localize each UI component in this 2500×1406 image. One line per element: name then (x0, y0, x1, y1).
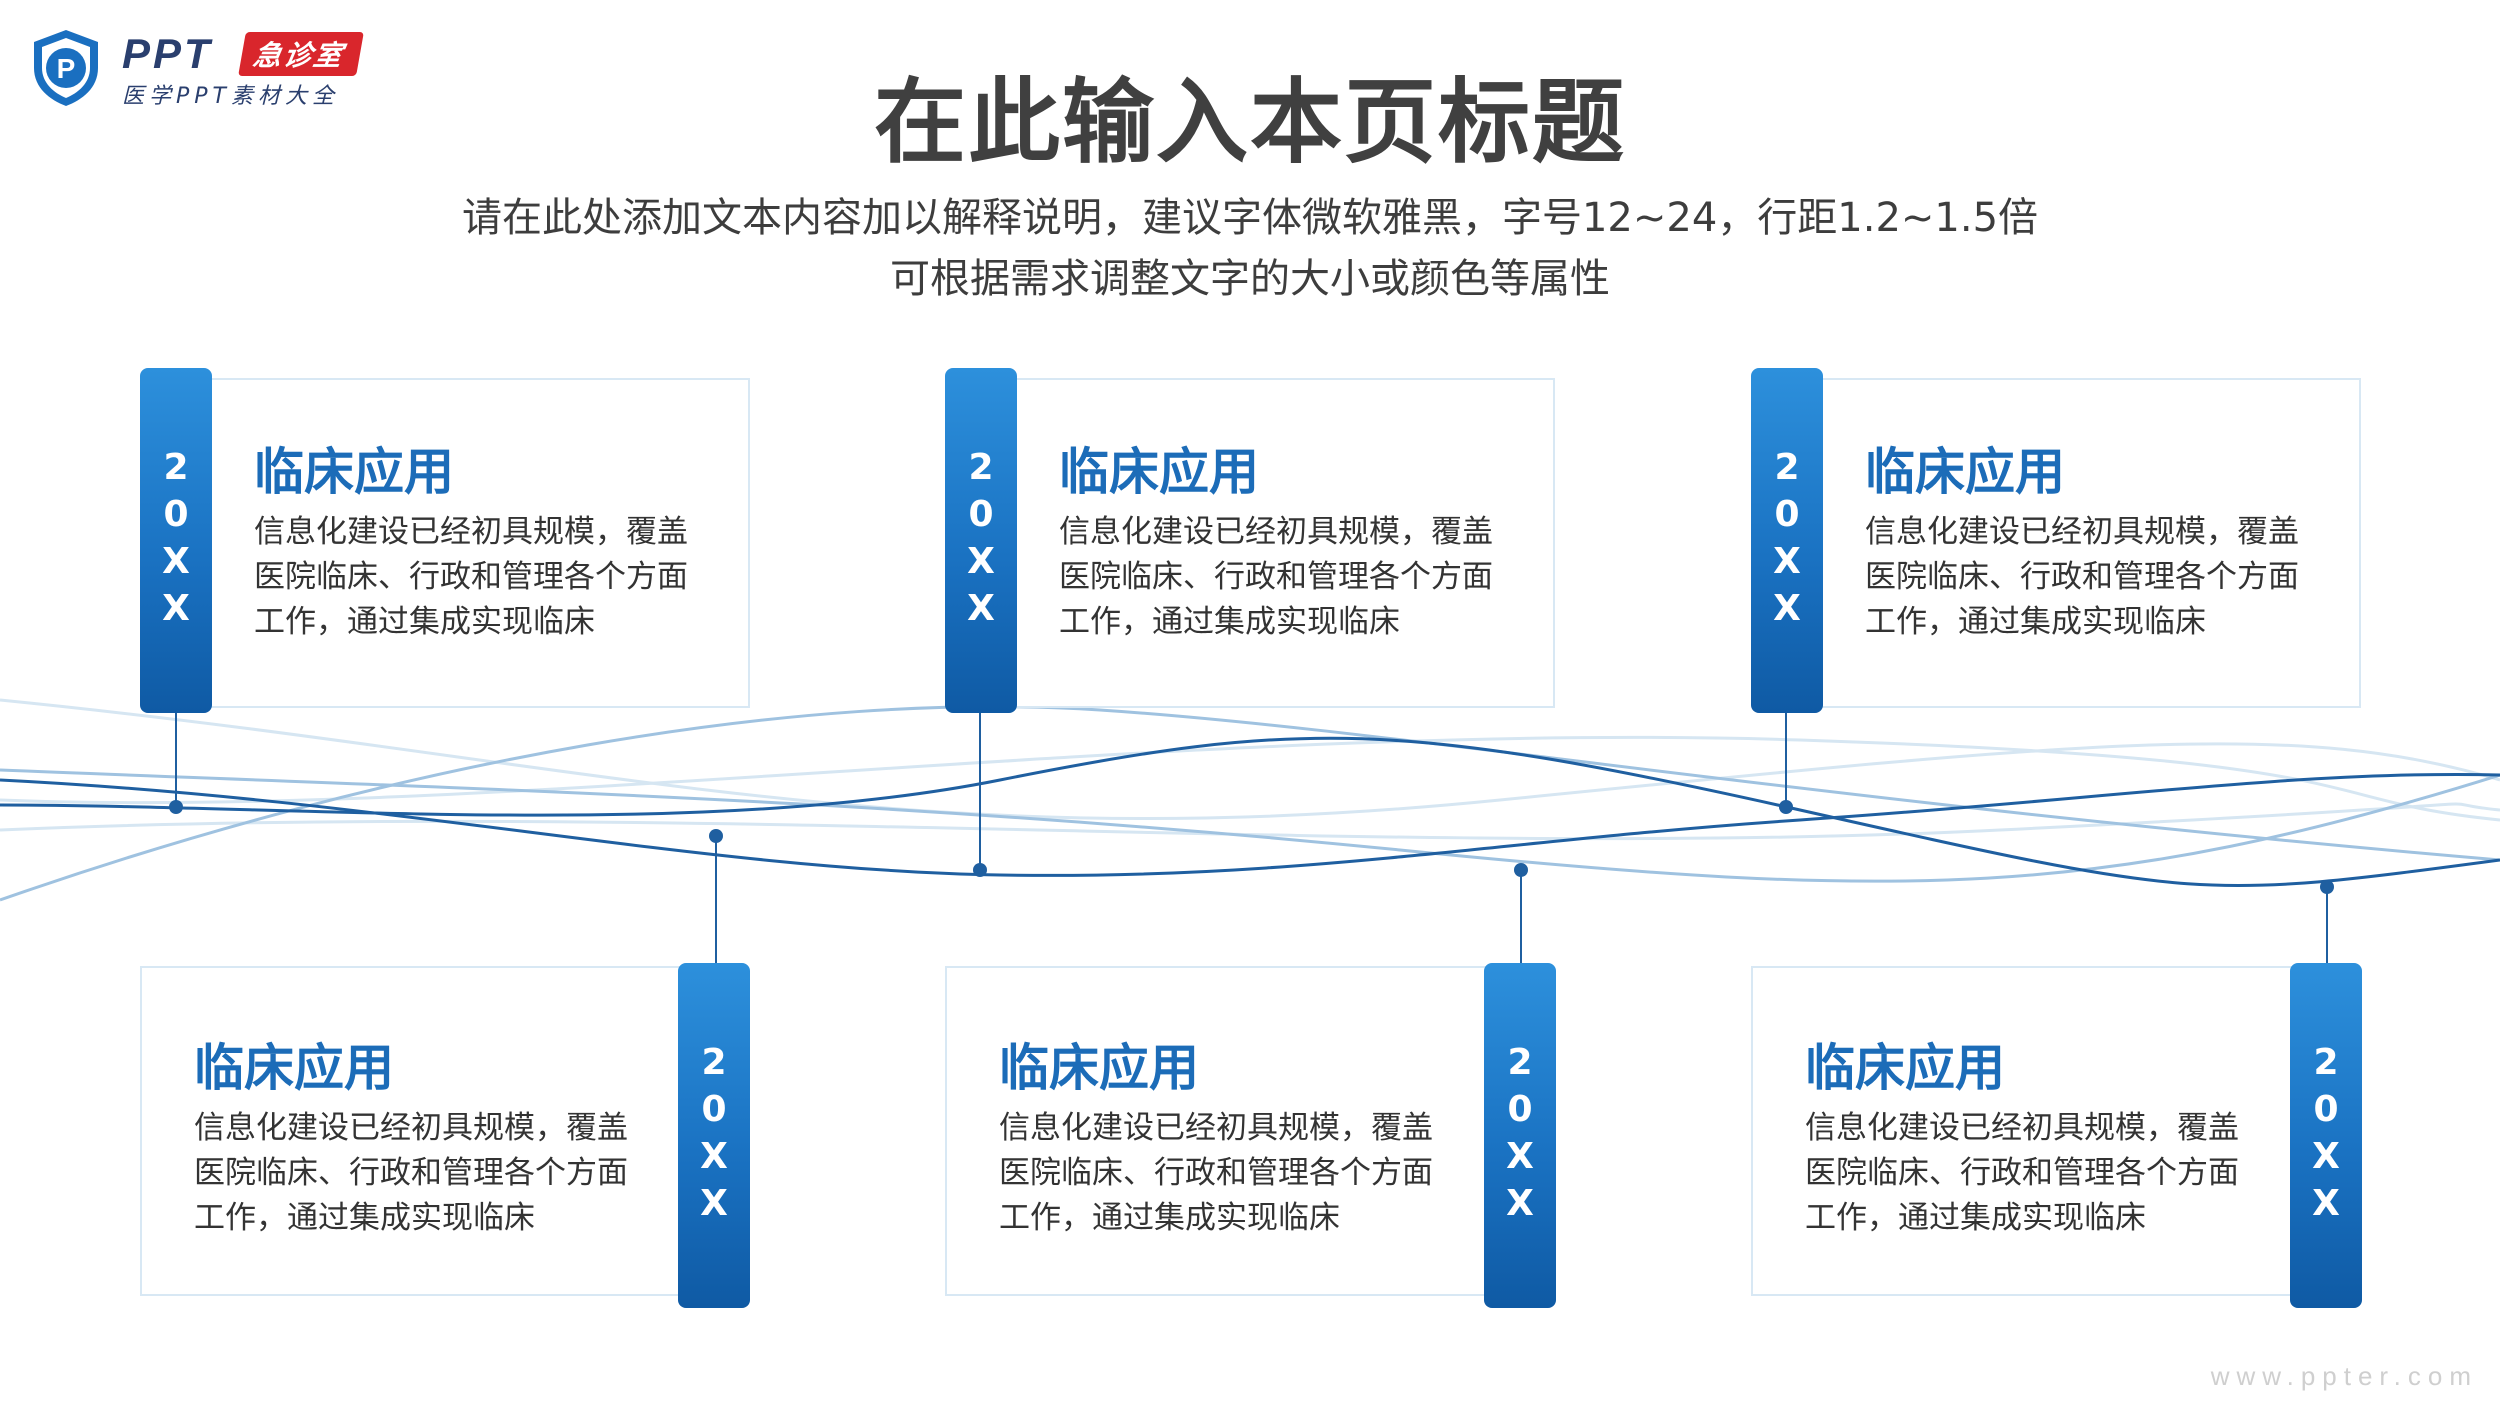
timeline-dot-4 (709, 829, 723, 843)
timeline-card-1: 临床应用 信息化建设已经初具规模，覆盖医院临床、行政和管理各个方面工作，通过集成… (144, 378, 750, 708)
logo-subtitle: 医学PPT素材大全 (122, 84, 339, 109)
subtitle-line-1: 请在此处添加文本内容加以解释说明，建议字体微软雅黑，字号12~24，行距1.2~… (461, 195, 2039, 241)
watermark: www.ppter.com (2210, 1361, 2478, 1391)
light-wave-2 (0, 735, 2500, 822)
card-text: 信息化建设已经初具规模，覆盖医院临床、行政和管理各个方面工作，通过集成实现临床 (1865, 514, 2299, 640)
subtitle-line-2: 可根据需求调整文字的大小或颜色等属性 (890, 256, 1610, 302)
card-text: 信息化建设已经初具规模，覆盖医院临床、行政和管理各个方面工作，通过集成实现临床 (1805, 1110, 2239, 1236)
page-title: 在此输入本页标题 (873, 69, 1626, 176)
year-badge-6: 20XX (2290, 963, 2362, 1308)
brand-logo: P PPT 急诊室 医学PPT素材大全 (30, 28, 390, 109)
year-label: 20XX (1499, 1041, 1541, 1230)
dark-wave-1 (0, 772, 2500, 877)
light-wave-1 (0, 698, 2500, 820)
card-title: 临床应用 (1865, 443, 2065, 501)
card-title: 临床应用 (1805, 1039, 2005, 1097)
timeline-card-5: 临床应用 信息化建设已经初具规模，覆盖医院临床、行政和管理各个方面工作，通过集成… (945, 966, 1551, 1296)
timeline-dot-3 (1779, 800, 1793, 814)
card-title: 临床应用 (999, 1039, 1199, 1097)
year-label: 20XX (2305, 1041, 2347, 1230)
year-label: 20XX (960, 446, 1002, 635)
year-badge-5: 20XX (1484, 963, 1556, 1308)
card-title: 临床应用 (1059, 443, 1259, 501)
timeline-dot-6 (2320, 880, 2334, 894)
timeline-dot-2 (973, 863, 987, 877)
card-text: 信息化建设已经初具规模，覆盖医院临床、行政和管理各个方面工作，通过集成实现临床 (194, 1110, 628, 1236)
card-text: 信息化建设已经初具规模，覆盖医院临床、行政和管理各个方面工作，通过集成实现临床 (254, 514, 688, 640)
mid-wave-2 (0, 768, 2500, 883)
year-badge-4: 20XX (678, 963, 750, 1308)
card-text: 信息化建设已经初具规模，覆盖医院临床、行政和管理各个方面工作，通过集成实现临床 (999, 1110, 1433, 1236)
card-title: 临床应用 (194, 1039, 394, 1097)
year-label: 20XX (1766, 446, 1808, 635)
year-badge-1: 20XX (140, 368, 212, 713)
timeline-card-2: 临床应用 信息化建设已经初具规模，覆盖医院临床、行政和管理各个方面工作，通过集成… (949, 378, 1555, 708)
logo-ppt-text: PPT (122, 30, 213, 77)
light-wave-3 (0, 802, 2500, 841)
card-text: 信息化建设已经初具规模，覆盖医院临床、行政和管理各个方面工作，通过集成实现临床 (1059, 514, 1493, 640)
shield-letter: P (57, 53, 76, 84)
dark-wave-2 (0, 736, 2500, 888)
year-badge-3: 20XX (1751, 368, 1823, 713)
card-title: 临床应用 (254, 443, 454, 501)
mid-wave-1 (0, 705, 2500, 902)
timeline-card-6: 临床应用 信息化建设已经初具规模，覆盖医院临床、行政和管理各个方面工作，通过集成… (1751, 966, 2357, 1296)
year-badge-2: 20XX (945, 368, 1017, 713)
year-label: 20XX (693, 1041, 735, 1230)
year-label: 20XX (155, 446, 197, 635)
timeline-card-4: 临床应用 信息化建设已经初具规模，覆盖医院临床、行政和管理各个方面工作，通过集成… (140, 966, 746, 1296)
shield-icon: P (34, 30, 98, 106)
timeline-dot-5 (1514, 863, 1528, 877)
timeline-dot-1 (169, 800, 183, 814)
timeline-card-3: 临床应用 信息化建设已经初具规模，覆盖医院临床、行政和管理各个方面工作，通过集成… (1755, 378, 2361, 708)
